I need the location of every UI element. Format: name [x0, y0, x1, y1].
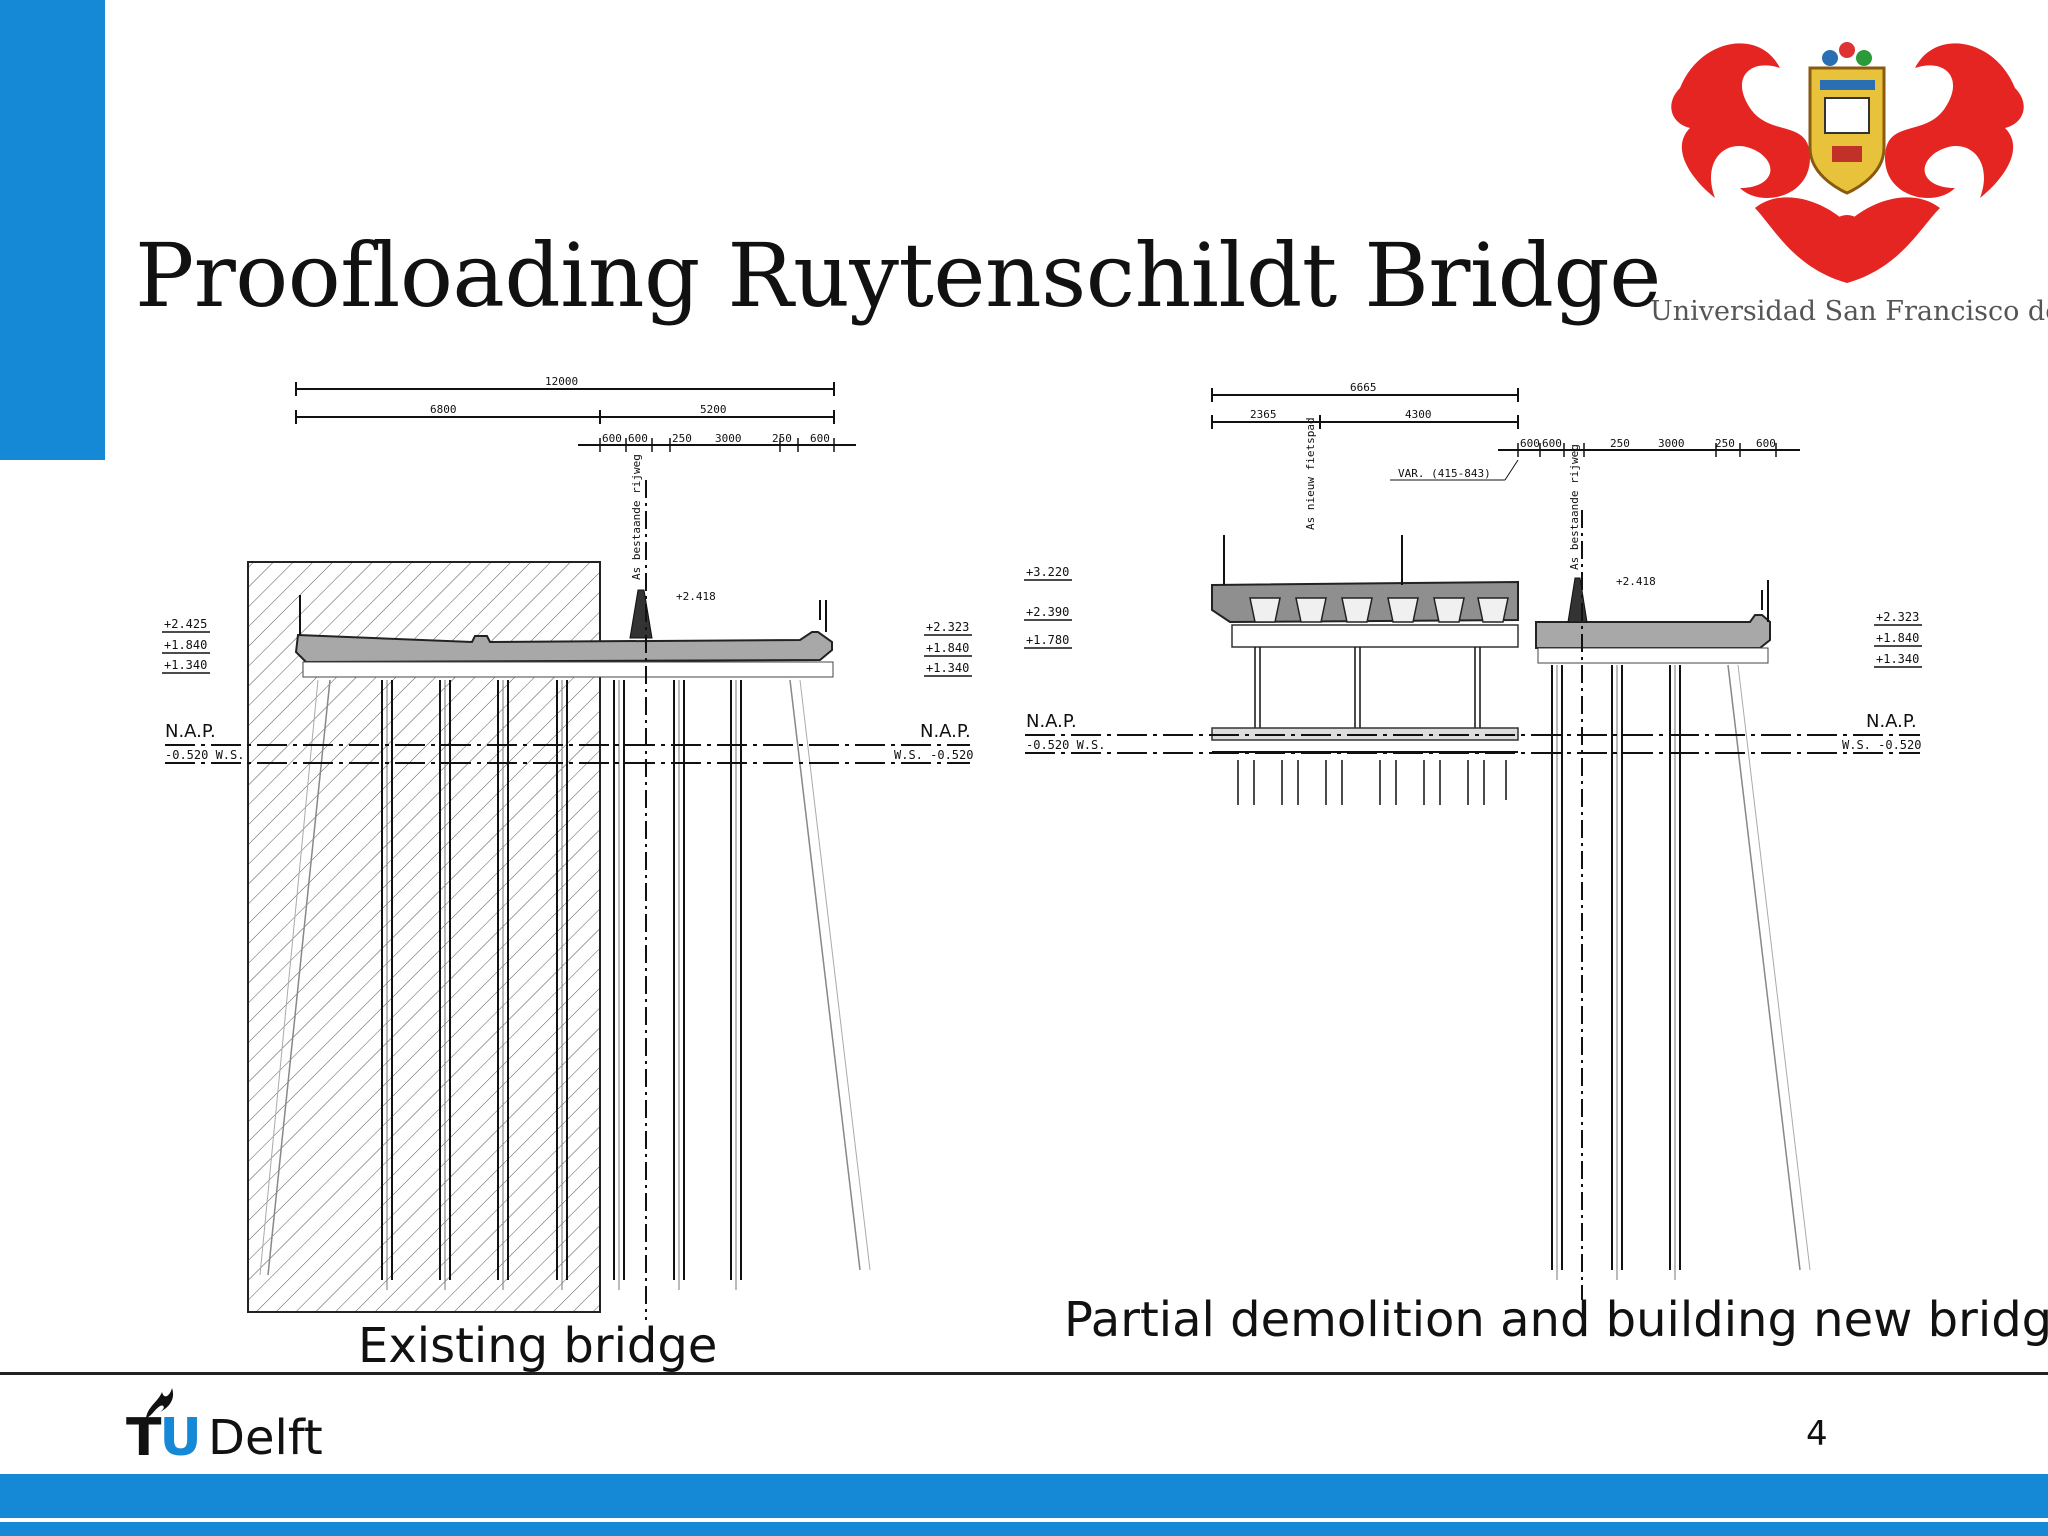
svg-text:+1.840: +1.840: [926, 641, 969, 655]
axis-label: As bestaande rijweg: [630, 454, 643, 580]
svg-text:W.S. -0.520: W.S. -0.520: [894, 748, 973, 762]
svg-text:N.A.P.: N.A.P.: [920, 721, 971, 742]
svg-text:+2.390: +2.390: [1026, 605, 1069, 619]
svg-text:4300: 4300: [1405, 408, 1432, 421]
existing-bridge-labels: 12000 6800 5200 600 600 250 3000 250 600…: [164, 375, 973, 762]
svg-text:+2.418: +2.418: [1616, 575, 1656, 588]
svg-text:+2.425: +2.425: [164, 617, 207, 631]
svg-text:250: 250: [672, 432, 692, 445]
svg-text:-0.520 W.S.: -0.520 W.S.: [165, 748, 244, 762]
svg-text:600: 600: [628, 432, 648, 445]
svg-text:+1.340: +1.340: [926, 661, 969, 675]
svg-text:N.A.P.: N.A.P.: [1026, 711, 1077, 732]
svg-text:600: 600: [1542, 437, 1562, 450]
svg-text:600: 600: [810, 432, 830, 445]
svg-text:N.A.P.: N.A.P.: [1866, 711, 1917, 732]
university-name-caption: Universidad San Francisco de Quito: [1650, 296, 2048, 327]
tudelft-u: U: [159, 1408, 201, 1468]
caption-new-bridge: Partial demolition and building new brid…: [1064, 1292, 2048, 1348]
svg-text:+1.340: +1.340: [164, 658, 207, 672]
caption-existing-bridge: Existing bridge: [358, 1318, 718, 1374]
tudelft-delft: Delft: [208, 1410, 323, 1466]
svg-text:+2.323: +2.323: [926, 620, 969, 634]
dim-left: 6800: [430, 403, 457, 416]
bridge-cross-section-drawing: 12000 6800 5200 600 600 250 3000 250 600…: [162, 375, 1922, 1320]
svg-text:600: 600: [1520, 437, 1540, 450]
svg-text:3000: 3000: [715, 432, 742, 445]
svg-text:250: 250: [772, 432, 792, 445]
level-top: +2.418: [676, 590, 716, 603]
svg-text:+1.780: +1.780: [1026, 633, 1069, 647]
svg-text:2365: 2365: [1250, 408, 1277, 421]
footer-accent-bar: [0, 1474, 2048, 1518]
svg-text:6665: 6665: [1350, 381, 1377, 394]
dim-right: 5200: [700, 403, 727, 416]
new-bridge-labels: 6665 2365 4300 600 600 250 3000 250 600 …: [1026, 381, 1921, 752]
footer-accent-bar-bottom: [0, 1522, 2048, 1536]
svg-text:-0.520 W.S.: -0.520 W.S.: [1026, 738, 1105, 752]
svg-text:W.S. -0.520: W.S. -0.520: [1842, 738, 1921, 752]
svg-text:+1.840: +1.840: [1876, 631, 1919, 645]
dim-total: 12000: [545, 375, 578, 388]
left-accent-bar: [0, 0, 105, 460]
flame-icon: [146, 1388, 174, 1418]
footer-divider: [0, 1372, 2048, 1375]
university-crest-logo: [1671, 42, 2024, 283]
axis-existing-label: As bestaande rijweg: [1568, 444, 1581, 570]
svg-text:600: 600: [602, 432, 622, 445]
var-label: VAR. (415-843): [1398, 467, 1491, 480]
svg-text:N.A.P.: N.A.P.: [165, 721, 216, 742]
svg-text:3000: 3000: [1658, 437, 1685, 450]
svg-text:250: 250: [1610, 437, 1630, 450]
svg-text:250: 250: [1715, 437, 1735, 450]
tudelft-t: T: [126, 1408, 162, 1468]
svg-text:600: 600: [1756, 437, 1776, 450]
svg-text:+3.220: +3.220: [1026, 565, 1069, 579]
axis-new-label: As nieuw fietspad: [1304, 417, 1317, 530]
page-number: 4: [1806, 1414, 1828, 1454]
new-bridge-section: [1024, 388, 1922, 1300]
svg-text:+1.840: +1.840: [164, 638, 207, 652]
slide-title: Proofloading Ruytenschildt Bridge: [135, 224, 1661, 327]
existing-bridge-section: [162, 382, 972, 1320]
svg-text:+1.340: +1.340: [1876, 652, 1919, 666]
svg-text:+2.323: +2.323: [1876, 610, 1919, 624]
